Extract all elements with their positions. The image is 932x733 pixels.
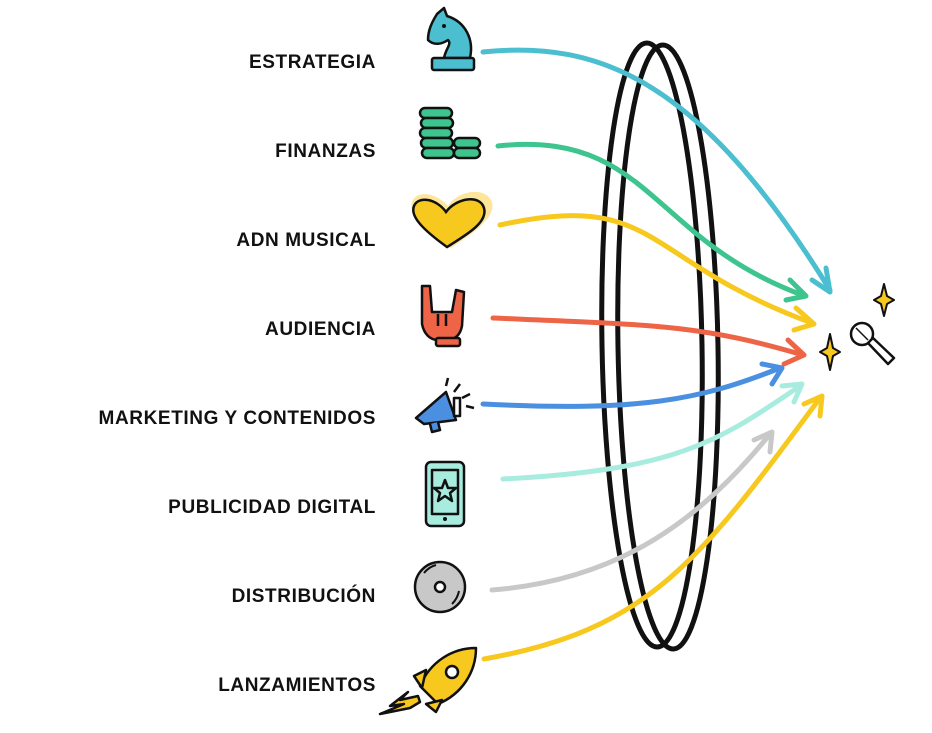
arrow-publicidad xyxy=(500,381,805,482)
arrow-audiencia xyxy=(490,315,807,367)
label-finanzas: FINANZAS xyxy=(275,141,376,162)
arrow-estrategia xyxy=(480,47,833,295)
arrow-finanzas xyxy=(495,142,809,303)
rock-hand-icon xyxy=(420,284,466,348)
arrow-marketing xyxy=(480,361,785,409)
label-distribucion: DISTRIBUCIÓN xyxy=(231,586,376,607)
chess-knight-icon xyxy=(426,6,476,72)
sparkle-icon xyxy=(819,333,841,371)
label-marketing-contenidos: MARKETING Y CONTENIDOS xyxy=(98,408,376,429)
label-publicidad-digital: PUBLICIDAD DIGITAL xyxy=(168,497,376,518)
sparkle-icon xyxy=(873,283,895,317)
label-estrategia: ESTRATEGIA xyxy=(248,52,376,73)
label-lanzamientos: LANZAMIENTOS xyxy=(218,675,376,696)
vinyl-disc-icon xyxy=(413,560,467,614)
arrow-lanzamientos xyxy=(481,393,825,662)
label-audiencia: AUDIENCIA xyxy=(265,319,376,340)
coins-stack-icon xyxy=(418,106,482,160)
lens-ring-icon xyxy=(599,40,721,652)
megaphone-icon xyxy=(414,377,475,434)
heart-icon xyxy=(411,191,493,249)
microphone-icon xyxy=(849,321,896,366)
rocket-icon xyxy=(378,646,478,716)
arrow-distribucion xyxy=(489,429,775,593)
smartphone-star-icon xyxy=(424,460,466,528)
label-adn-musical: ADN MUSICAL xyxy=(236,230,376,251)
arrow-adn-musical xyxy=(497,213,817,333)
